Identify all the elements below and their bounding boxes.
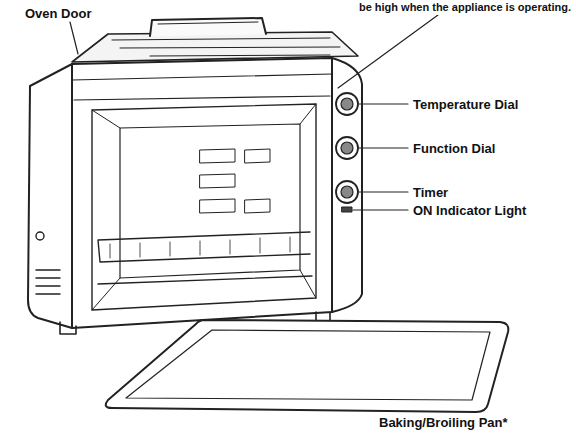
- oven-cavity: [92, 104, 316, 310]
- part-label: Oven Door: [24, 6, 92, 21]
- door-glass-lines: [112, 38, 340, 56]
- front-frame: [72, 58, 332, 328]
- timer-dial: [336, 181, 358, 203]
- side-panel: [28, 64, 72, 328]
- pan-inner-edge: [126, 330, 490, 400]
- part-label: Function Dial: [412, 141, 496, 156]
- function-dial: [336, 137, 358, 159]
- leader-line: [338, 15, 438, 88]
- temperature-dial: [336, 93, 358, 115]
- door-handle: [150, 18, 266, 36]
- cavity-corners: [92, 104, 316, 310]
- part-label: Timer: [412, 185, 449, 200]
- oven-rack: [98, 232, 310, 262]
- door-hinge: [36, 232, 44, 240]
- leader-line: [353, 209, 408, 210]
- part-label: Baking/Broiling Pan*: [378, 415, 509, 430]
- leader-line: [358, 103, 408, 104]
- rack-wires: [110, 237, 290, 258]
- baking-pan: [106, 320, 509, 412]
- control-panel: [332, 58, 362, 312]
- lower-element: [98, 276, 312, 284]
- dial-knob: [341, 98, 353, 110]
- dial-knob: [341, 186, 353, 198]
- back-wall-vents: [200, 149, 270, 213]
- upper-element: [74, 96, 330, 100]
- part-label: ON Indicator Light: [412, 203, 527, 218]
- door-handle-edge: [158, 22, 258, 24]
- side-vents: [36, 270, 60, 294]
- leader-line: [70, 22, 78, 54]
- dial-knob: [341, 142, 353, 154]
- part-label: Temperature Dial: [412, 97, 519, 112]
- on-indicator-light: [342, 207, 352, 212]
- leader-line: [358, 147, 408, 148]
- top-rail: [72, 74, 332, 80]
- leader-line: [358, 191, 408, 192]
- part-label: be high when the appliance is operating.: [358, 0, 572, 15]
